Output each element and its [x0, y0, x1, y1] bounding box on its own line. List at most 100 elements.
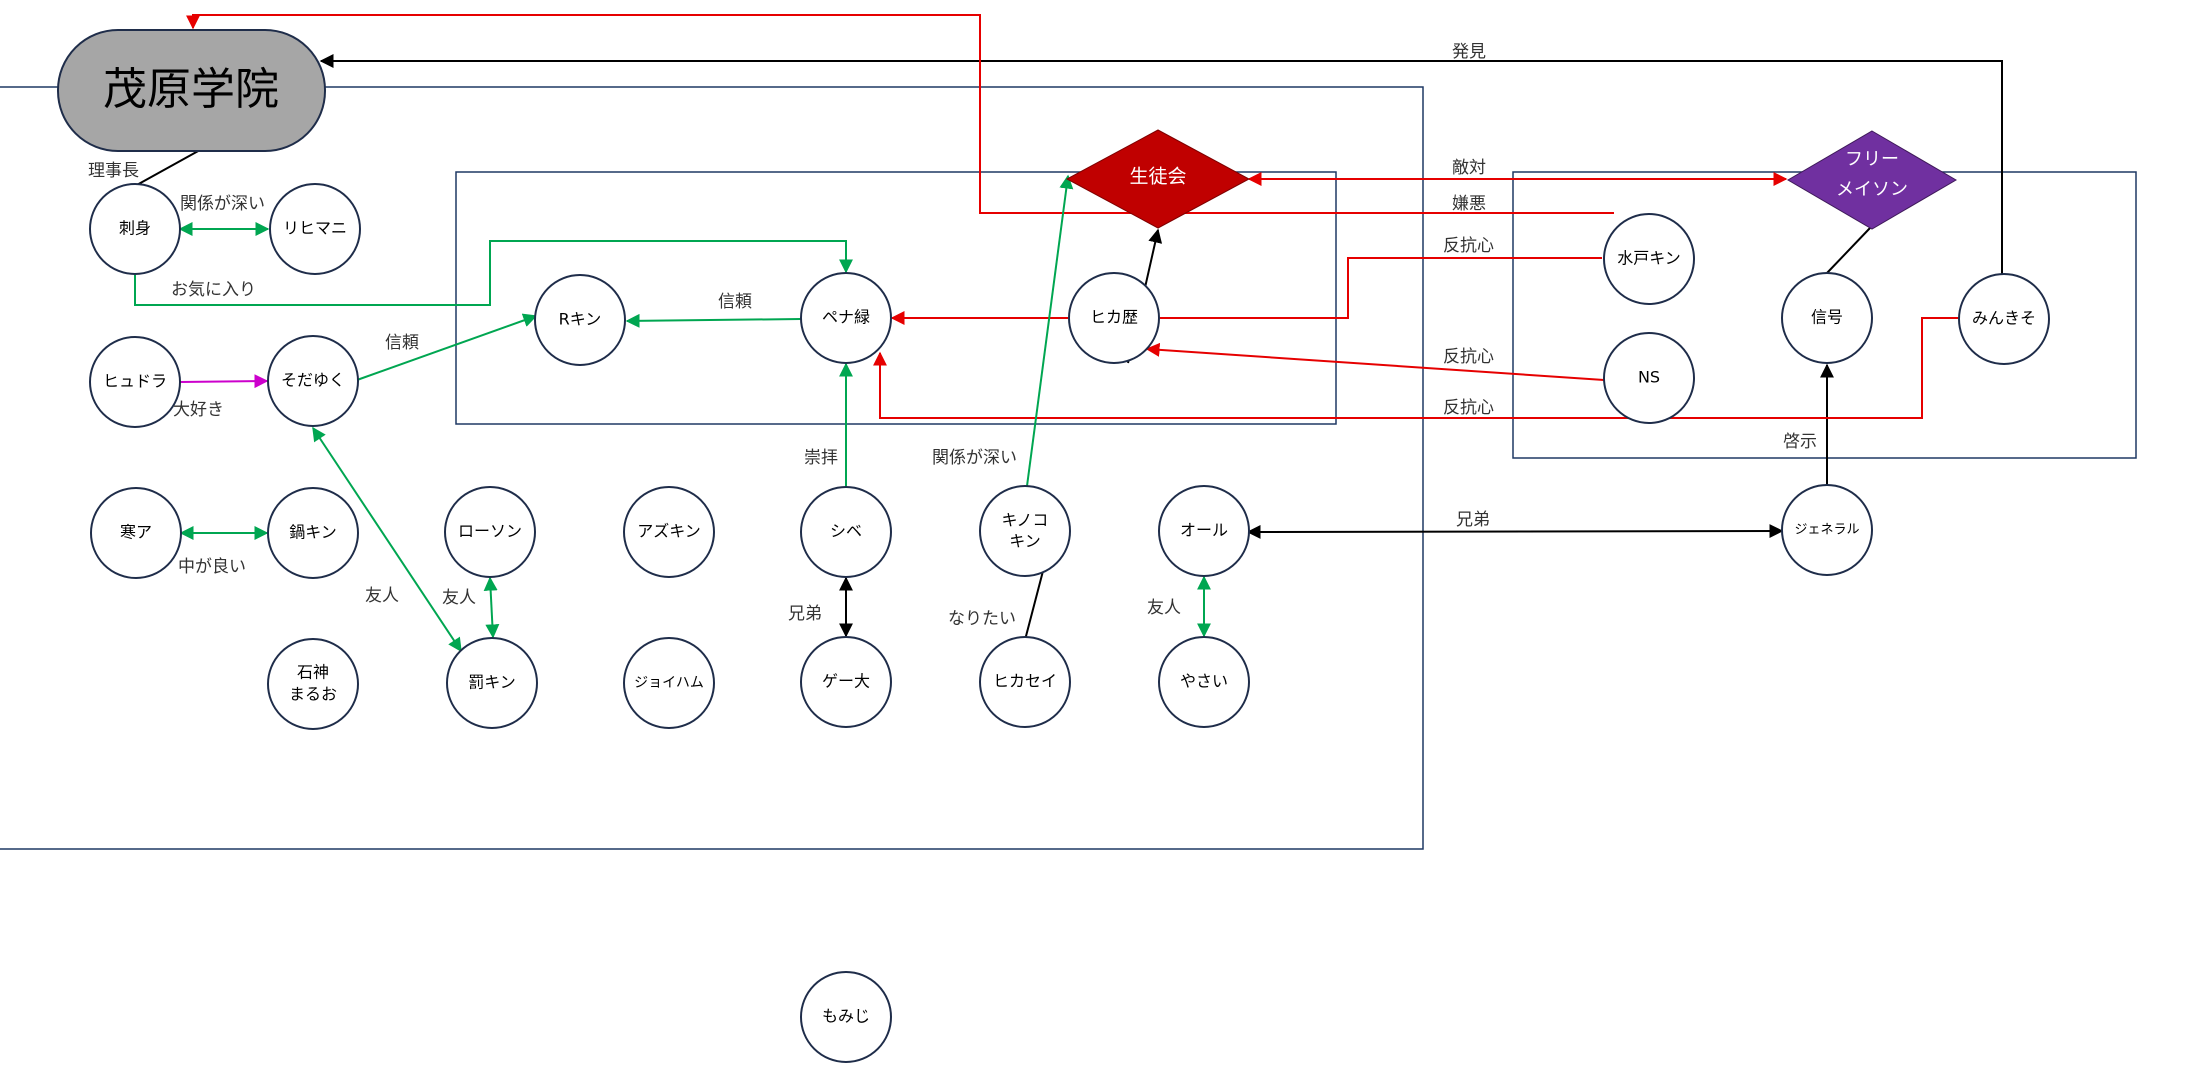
node-hikasei[interactable]: ヒカセイ — [979, 636, 1071, 728]
node-general[interactable]: ジェネラル — [1781, 484, 1873, 576]
freemason-diamond[interactable]: フリー メイソン — [1787, 130, 1957, 230]
node-label: ローソン — [458, 522, 522, 541]
node-gedai[interactable]: ゲー大 — [800, 636, 892, 728]
node-label-line2: まるお — [289, 685, 337, 704]
node-label: ペナ緑 — [822, 308, 870, 327]
label-shinrai2: 信頼 — [718, 292, 752, 312]
node-label: ヒュドラ — [103, 372, 167, 391]
edge-mitokin-school — [186, 14, 1614, 214]
node-label-line2: キン — [1009, 532, 1041, 551]
node-label: 罰キン — [468, 673, 516, 692]
node-label-line1: 石神 — [297, 663, 329, 682]
node-label: 鍋キン — [289, 523, 337, 542]
label-hakken: 発見 — [1452, 42, 1486, 62]
label-kankei2: 関係が深い — [932, 448, 1017, 468]
freemason-label-line1: フリー — [1845, 149, 1899, 170]
label-rijicho: 理事長 — [88, 161, 139, 181]
edge-penamidori-rkin — [625, 313, 802, 328]
node-nabekin[interactable]: 鍋キン — [267, 487, 359, 579]
school-boundary-box — [0, 86, 1424, 850]
node-shibe[interactable]: シベ — [800, 486, 892, 578]
label-yujin3: 友人 — [1147, 598, 1181, 618]
edge-shingo-freemason — [1826, 227, 1871, 274]
node-shingo[interactable]: 信号 — [1781, 272, 1873, 364]
edge-school-sashimi — [134, 149, 201, 187]
node-batsukin[interactable]: 罰キン — [446, 637, 538, 729]
label-kyodai2: 兄弟 — [1456, 510, 1490, 530]
node-label: 刺身 — [119, 219, 151, 238]
label-suhai: 崇拝 — [804, 448, 838, 468]
node-label: やさい — [1180, 672, 1228, 691]
node-momiji[interactable]: もみじ — [800, 971, 892, 1063]
label-yujin2: 友人 — [442, 588, 476, 608]
label-keno: 嫌悪 — [1452, 194, 1486, 214]
node-sashimi[interactable]: 刺身 — [89, 183, 181, 275]
node-label: 信号 — [1811, 308, 1843, 327]
node-label: オール — [1180, 521, 1228, 540]
label-yujin1: 友人 — [365, 586, 399, 606]
node-mitokin[interactable]: 水戸キン — [1603, 213, 1695, 305]
node-rkin[interactable]: Rキン — [534, 274, 626, 366]
edges — [134, 14, 2003, 653]
edge-hikasei-kinoko — [1024, 570, 1044, 641]
label-hankoshin1: 反抗心 — [1443, 236, 1494, 256]
label-hankoshin2: 反抗心 — [1443, 347, 1494, 367]
label-daisuki: 大好き — [173, 400, 224, 420]
node-joyham[interactable]: ジョイハム — [623, 637, 715, 729]
edge-kinoko-council — [1026, 174, 1074, 487]
node-label: リヒマニ — [283, 219, 347, 238]
node-label-line1: キノコ — [1002, 511, 1049, 530]
edge-sodayuku-rkin — [356, 313, 538, 381]
node-rihimani[interactable]: リヒマニ — [269, 183, 361, 275]
node-label: もみじ — [822, 1007, 870, 1026]
node-label: NS — [1638, 368, 1660, 387]
node-label: そだゆく — [281, 371, 345, 390]
label-keiji: 啓示 — [1783, 432, 1817, 452]
node-hyudora[interactable]: ヒュドラ — [89, 336, 181, 428]
node-label: Rキン — [559, 310, 602, 329]
node-lawson[interactable]: ローソン — [444, 486, 536, 578]
label-tekitai: 敵対 — [1452, 158, 1486, 178]
node-label: ジョイハム — [634, 675, 704, 691]
node-label: 水戸キン — [1617, 249, 1681, 268]
council-diamond[interactable]: 生徒会 — [1065, 129, 1251, 229]
label-nakagaii: 中が良い — [178, 557, 246, 577]
node-label: ヒカセイ — [993, 672, 1057, 691]
node-kana[interactable]: 寒ア — [90, 487, 182, 579]
council-label: 生徒会 — [1129, 166, 1186, 188]
node-label: ジェネラル — [1794, 523, 1859, 538]
edge-sodayuku-batsukin — [312, 426, 462, 653]
edge-oru-general — [1246, 524, 1784, 539]
node-minkiso[interactable]: みんきそ — [1958, 273, 2050, 365]
edge-lawson-batsukin — [483, 576, 500, 639]
node-azukin[interactable]: アズキン — [623, 486, 715, 578]
node-label: 寒ア — [120, 523, 152, 542]
node-label: ゲー大 — [822, 672, 870, 691]
edge-mitokin-hikareki — [1160, 257, 1602, 319]
council-group-box — [455, 171, 1337, 425]
label-kyodai1: 兄弟 — [788, 604, 822, 624]
school-node[interactable]: 茂原学院 — [57, 29, 326, 152]
edge-minkiso-penamidori — [873, 317, 1959, 419]
edge-labels: 理事長 関係が深い お気に入り 信頼 信頼 大好き 中が良い 友人 友人 崇拝 … — [88, 42, 1817, 629]
edge-hyudora-sodayuku — [179, 374, 269, 389]
node-hikareki[interactable]: ヒカ歴 — [1068, 272, 1160, 364]
node-penamidori[interactable]: ペナ緑 — [800, 272, 892, 364]
school-label: 茂原学院 — [103, 64, 279, 115]
node-label: みんきそ — [1972, 309, 2036, 328]
node-yasai[interactable]: やさい — [1158, 636, 1250, 728]
node-oru[interactable]: オール — [1158, 485, 1250, 577]
label-okiniiri: お気に入り — [171, 280, 256, 300]
label-shinrai1: 信頼 — [385, 333, 419, 353]
label-hankoshin3: 反抗心 — [1443, 398, 1494, 418]
label-kankei1: 関係が深い — [180, 194, 265, 214]
node-ns[interactable]: NS — [1603, 332, 1695, 424]
node-label: シベ — [830, 522, 862, 541]
edge-minkiso-school — [319, 54, 2003, 275]
edge-ns-hikareki — [1145, 342, 1605, 381]
node-sodayuku[interactable]: そだゆく — [267, 335, 359, 427]
